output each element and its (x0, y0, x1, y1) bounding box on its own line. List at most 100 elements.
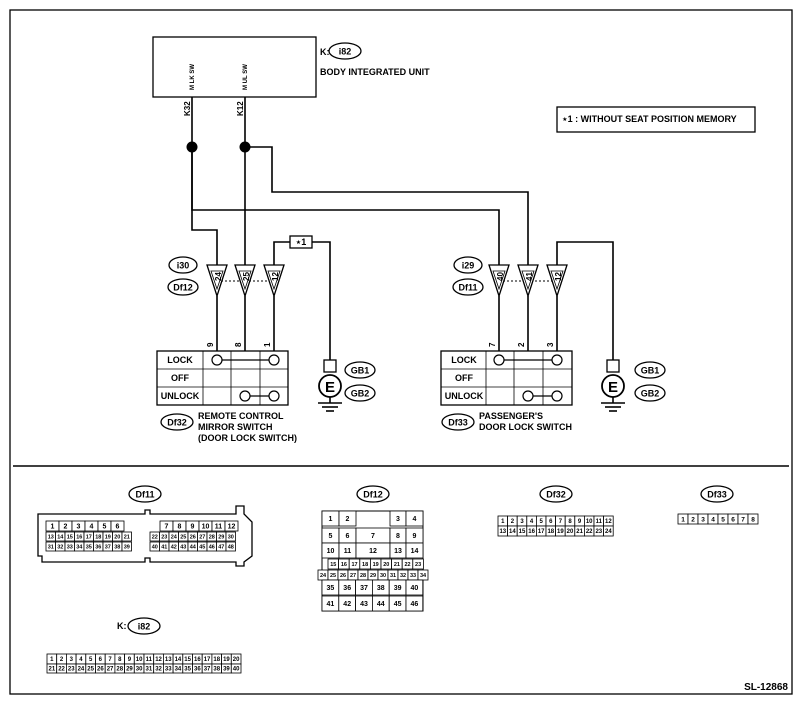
connector-pin-number: 27 (107, 667, 114, 673)
connector-pin-number: 36 (194, 667, 201, 673)
connector-pin-number: 48 (228, 544, 234, 550)
connector-pin-number: 37 (360, 585, 368, 592)
left-ground-symbol: E (325, 379, 335, 396)
connector-pin-number: 24 (605, 529, 612, 535)
left-switch-row-unlock: UNLOCK (161, 391, 200, 401)
connector-pin-number: 8 (396, 533, 400, 540)
connector-pin-number: 39 (394, 585, 402, 592)
left-switch-row-off: OFF (171, 373, 189, 383)
connector-pin-number: 31 (390, 573, 396, 579)
wire-harness (191, 97, 614, 360)
connector-pin-number: 18 (213, 657, 220, 663)
right-switch-row-unlock: UNLOCK (445, 391, 484, 401)
connector-pin-number: 4 (711, 516, 715, 523)
left-switch-contact (268, 390, 280, 402)
connector-pin-number: 8 (118, 657, 122, 663)
left-connector-code-b: Df12 (173, 283, 193, 293)
connector-pin-number: 19 (557, 529, 564, 535)
connector-pin-cell (405, 510, 424, 527)
connector-pin-number: 13 (394, 548, 402, 555)
right-ground-code-b: GB2 (641, 389, 660, 399)
outer-frame (9, 9, 793, 695)
connector-pin-number: 4 (413, 516, 417, 523)
connector-pin-number: 26 (97, 667, 104, 673)
right-connector-code-a-oval (453, 256, 483, 274)
connector-i82-prefix: K: (117, 621, 127, 631)
connector-pin-number: 2 (511, 519, 515, 525)
connector-pin-number: 42 (171, 544, 177, 550)
wire-k12-to-pin41 (245, 146, 529, 265)
connector-pin-number: 26 (340, 573, 346, 579)
connector-pin-number: 39 (223, 667, 230, 673)
connector-pin-number: 37 (204, 667, 211, 673)
splice-k32 (186, 141, 198, 153)
connector-pin-number: 1 (51, 524, 55, 531)
connector-pin-number: 7 (371, 533, 375, 540)
connector-pin-number: 37 (105, 544, 111, 550)
connector-pin-cell (338, 510, 357, 527)
connector-pin-number: 5 (329, 533, 333, 540)
connector-pin-number: 29 (218, 534, 224, 540)
connector-pin-number: 21 (576, 529, 583, 535)
connector-pin-number: 31 (146, 667, 153, 673)
connector-pin-number: 27 (350, 573, 356, 579)
connector-pin-number: 5 (540, 519, 544, 525)
connector-pin-number: 11 (146, 657, 153, 663)
connector-pin-number: 23 (161, 534, 167, 540)
right-ground-code-a: GB1 (641, 366, 660, 376)
connector-pin-number: 23 (68, 667, 75, 673)
connector-pin-cell (405, 579, 424, 596)
legend-box (556, 106, 756, 133)
connector-pin-number: 6 (116, 524, 120, 531)
right-switch-name-line-2: DOOR LOCK SWITCH (479, 422, 572, 432)
connector-pin-number: 17 (351, 562, 357, 568)
connector-pin-number: 16 (194, 657, 201, 663)
connector-i82-title: i82 (138, 622, 151, 632)
connector-pin-number: 16 (76, 534, 82, 540)
connector-pin-number: 18 (95, 534, 101, 540)
connector-pin-number: 23 (595, 529, 602, 535)
connector-pin-number: 14 (509, 529, 516, 535)
connector-pin-number: 2 (60, 657, 64, 663)
figure-id: SL-12868 (744, 682, 788, 693)
connector-pin-number: 5 (89, 657, 93, 663)
connector-pin-number: 24 (320, 573, 327, 579)
connector-pin-number: 8 (178, 524, 182, 531)
connector-pin-number: 36 (343, 585, 351, 592)
connector-pin-number: 33 (165, 667, 172, 673)
right-switch: 7 2 3 LOCK OFF UNLOCK Df33 PASSENGER'S D… (440, 342, 573, 432)
connector-pin-number: 20 (114, 534, 120, 540)
connector-pin-number: 25 (330, 573, 336, 579)
left-connector-pin-25: 25 (242, 272, 251, 281)
biu-pin-a-label: M LK SW (190, 64, 196, 90)
connector-pin-number: 28 (360, 573, 366, 579)
connector-pin-number: 21 (49, 667, 56, 673)
connector-pin-cell (224, 520, 239, 532)
connector-pin-cell (225, 541, 236, 552)
wire-right-pin12-to-ground (556, 241, 614, 360)
right-switch-code: Df33 (448, 418, 468, 428)
connector-pin-number: 16 (341, 562, 347, 568)
connector-pin-number: 13 (499, 529, 506, 535)
option-marker: ⋆1 (296, 237, 307, 247)
wire-k32-to-pin40 (191, 147, 500, 265)
connector-df11-title: Df11 (135, 490, 154, 500)
right-switch-pin-7: 7 (488, 342, 497, 347)
connector-pin-number: 38 (213, 667, 220, 673)
connector-pin-number: 12 (605, 519, 612, 525)
left-connector-code-a-oval (168, 256, 198, 274)
connector-pin-number: 18 (547, 529, 554, 535)
connector-pin-cell (110, 520, 125, 532)
biu-code: i82 (339, 47, 352, 57)
connector-pin-number: 14 (175, 657, 182, 663)
connector-pin-number: 47 (218, 544, 224, 550)
connector-pin-number: 36 (95, 544, 101, 550)
connector-pin-number: 40 (233, 667, 240, 673)
connector-pin-number: 10 (327, 548, 335, 555)
connector-pin-number: 30 (228, 534, 234, 540)
connector-pin-number: 16 (528, 529, 535, 535)
